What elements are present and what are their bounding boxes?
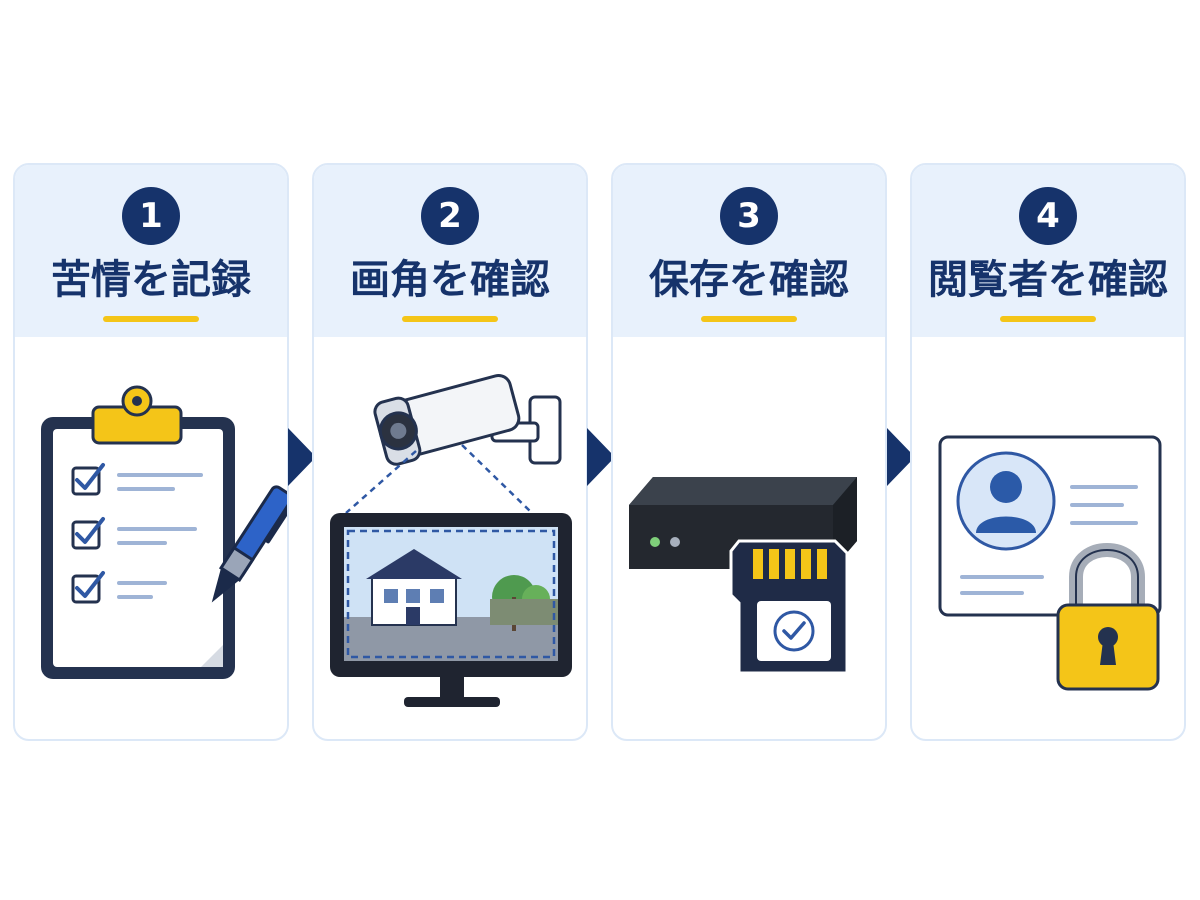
step-header: 2 画角を確認 (314, 165, 586, 337)
step-title: 画角を確認 (350, 257, 550, 303)
recorder-sd-card-icon (629, 477, 857, 675)
arrow-right-icon (288, 428, 316, 486)
step-title: 苦情を記録 (51, 257, 251, 303)
title-underline (1000, 316, 1096, 322)
security-camera-monitor-icon (330, 374, 572, 707)
step-number-badge: 3 (720, 187, 778, 245)
step-header: 4 閲覧者を確認 (912, 165, 1184, 337)
step-card-1: 1 苦情を記録 (13, 163, 289, 741)
step-header: 1 苦情を記録 (15, 165, 287, 337)
step-number-badge: 1 (122, 187, 180, 245)
step-number-badge: 4 (1019, 187, 1077, 245)
step-title: 閲覧者を確認 (928, 257, 1168, 303)
step-card-4: 4 閲覧者を確認 (910, 163, 1186, 741)
step-card-2: 2 画角を確認 (312, 163, 588, 741)
arrow-right-icon (887, 428, 915, 486)
profile-lock-icon (938, 435, 1162, 691)
step-card-3: 3 保存を確認 (611, 163, 887, 741)
step-title: 保存を確認 (649, 257, 849, 303)
step-header: 3 保存を確認 (613, 165, 885, 337)
arrow-right-icon (587, 428, 615, 486)
clipboard-checklist-icon (41, 385, 287, 679)
title-underline (402, 316, 498, 322)
title-underline (701, 316, 797, 322)
step-number-badge: 2 (421, 187, 479, 245)
title-underline (103, 316, 199, 322)
